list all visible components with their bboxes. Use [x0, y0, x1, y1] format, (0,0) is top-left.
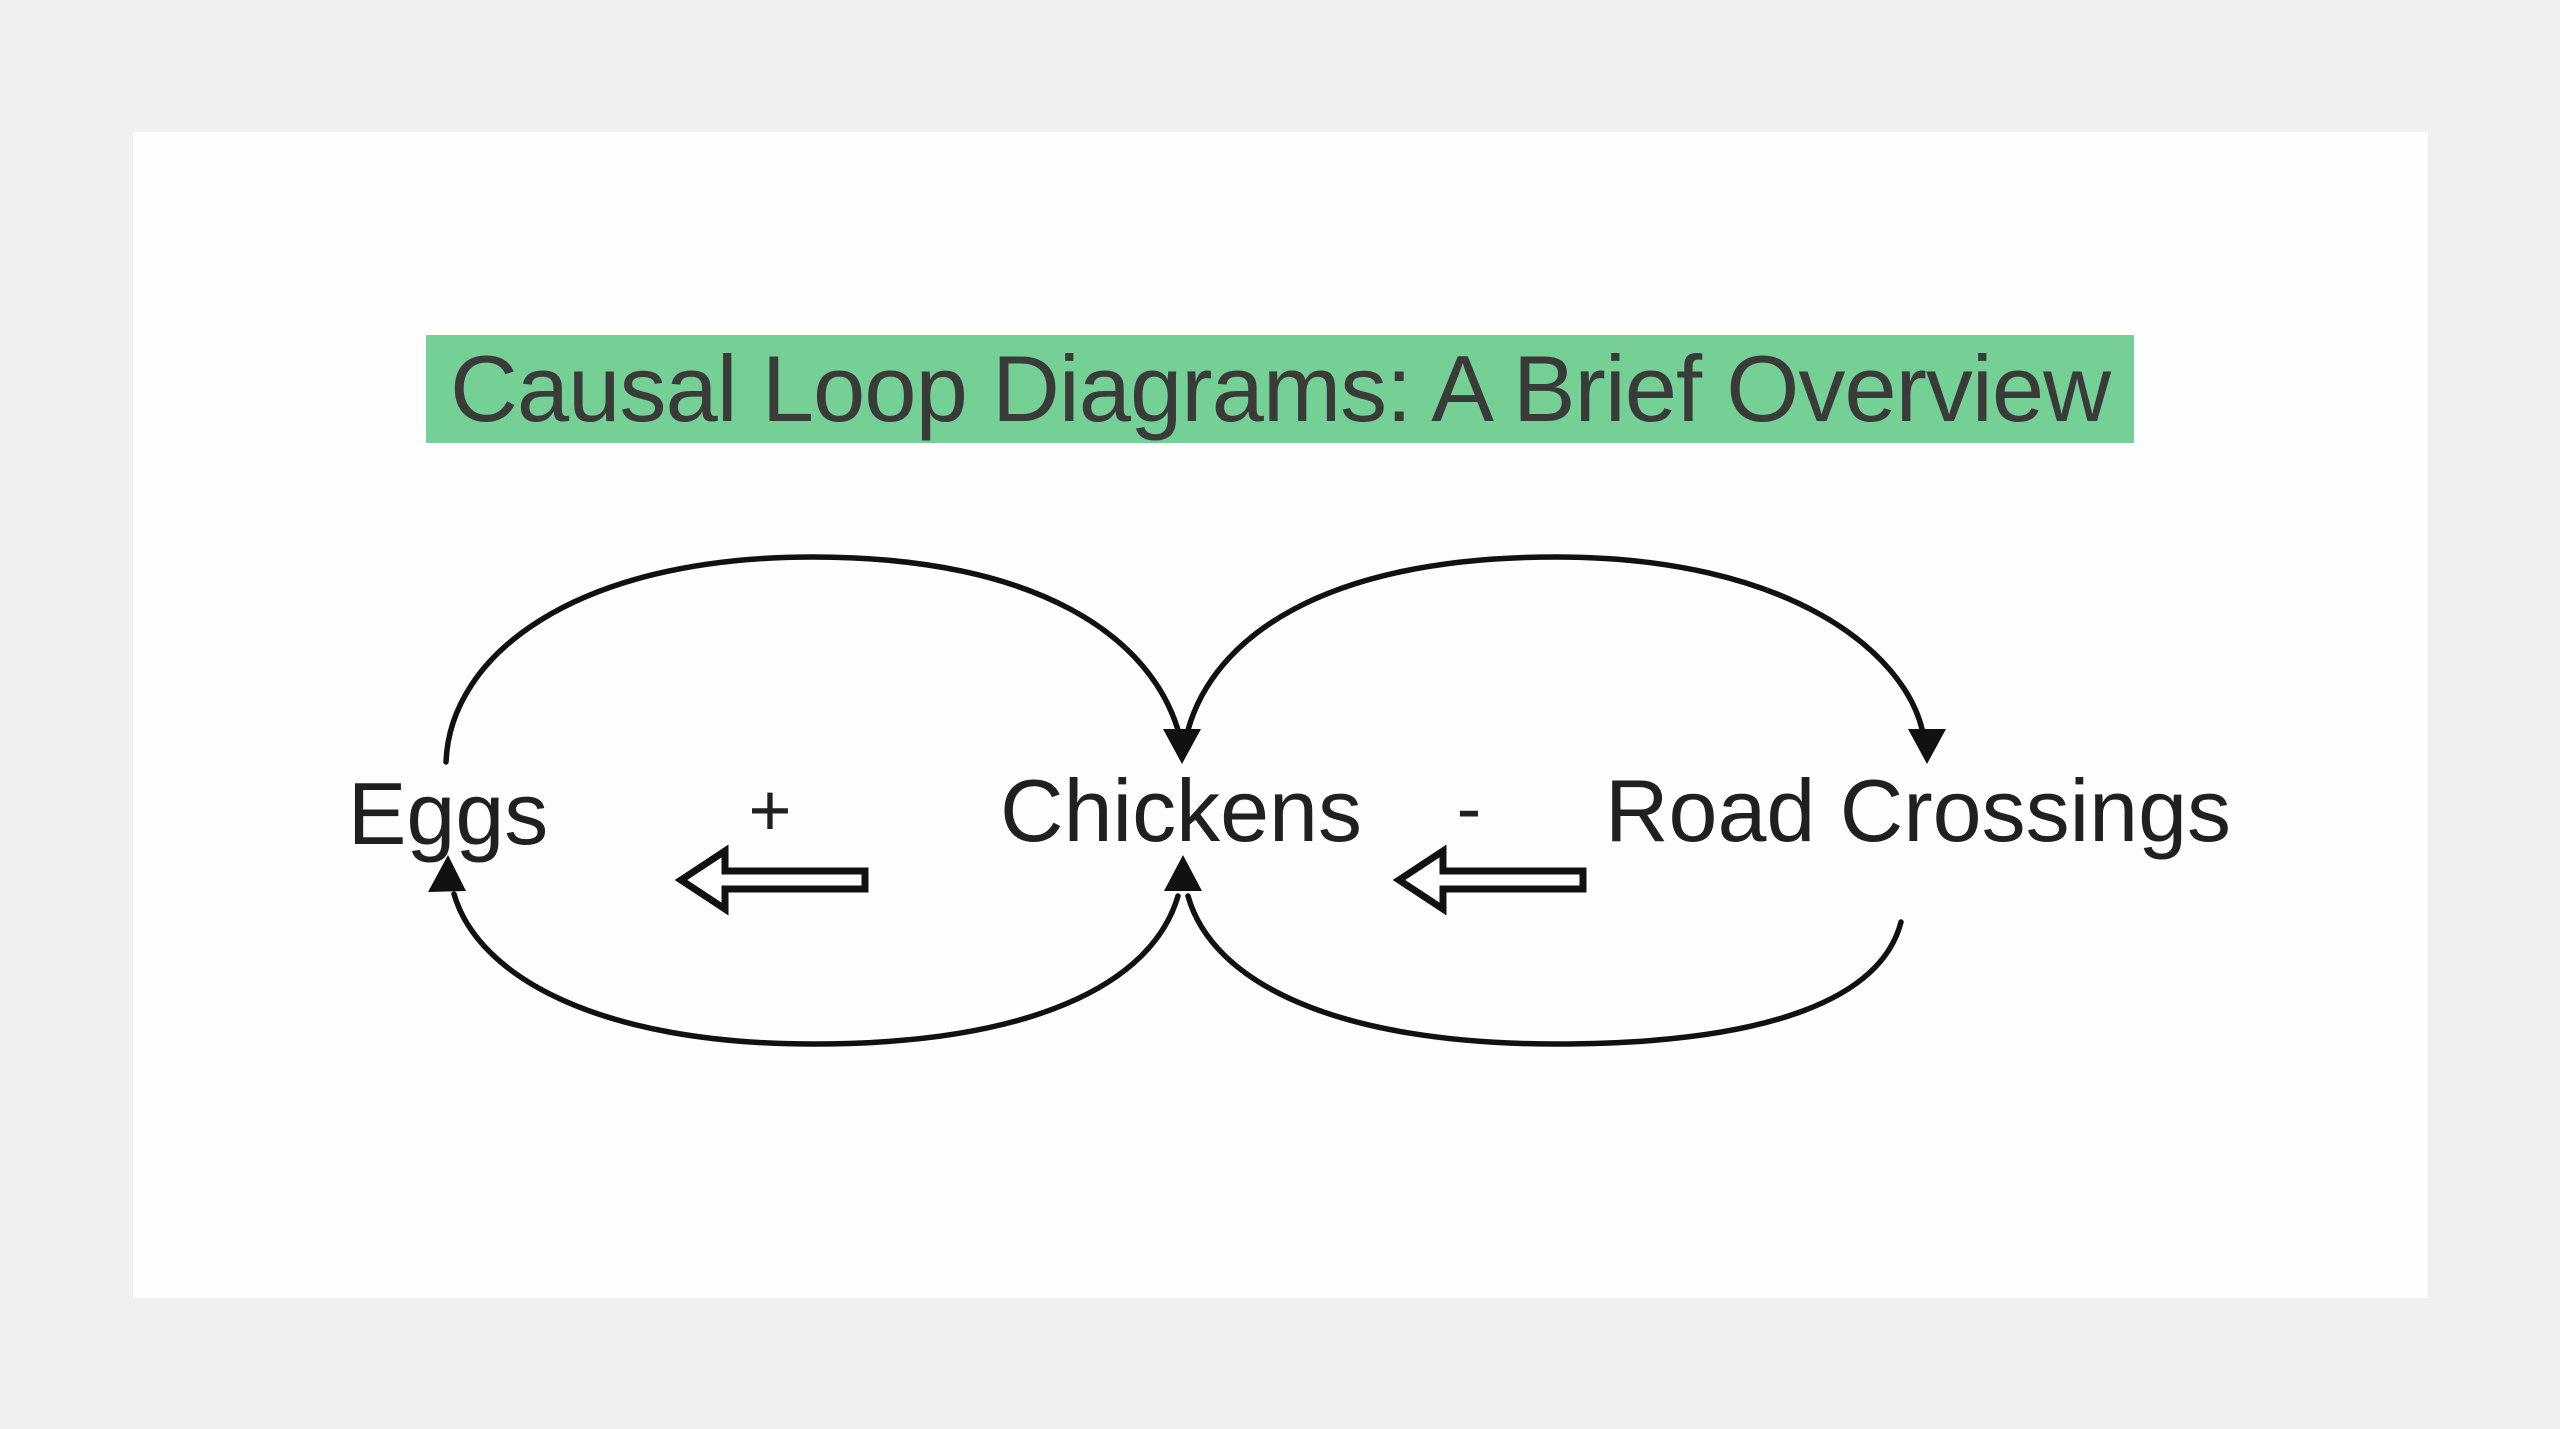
- link-eggs-to-chickens-arc: [443, 554, 1181, 765]
- page-title: Causal Loop Diagrams: A Brief Overview: [450, 336, 2111, 441]
- arrowhead-into-chickens-bottom: [1164, 855, 1202, 891]
- canvas-card: [133, 132, 2428, 1298]
- link-chickens-to-road-crossings-arc: [1185, 554, 1925, 733]
- title-highlight: Causal Loop Diagrams: A Brief Overview: [426, 335, 2134, 443]
- polarity-minus-label: -: [1456, 766, 1482, 850]
- node-road-crossings: Road Crossings: [1604, 761, 2232, 860]
- arrowhead-into-road-crossings-top: [1908, 729, 1946, 764]
- node-chickens: Chickens: [1000, 761, 1362, 860]
- arrowhead-into-chickens-top: [1163, 729, 1201, 764]
- link-chickens-to-eggs-arc: [451, 891, 1181, 1047]
- polarity-plus-label: +: [748, 768, 792, 852]
- polarity-arrow-eggs-chickens: [674, 844, 869, 916]
- node-eggs: Eggs: [347, 764, 549, 863]
- arrowhead-into-eggs-bottom: [428, 855, 466, 892]
- polarity-arrow-chickens-road-crossings: [1392, 844, 1587, 916]
- link-road-crossings-to-chickens-arc: [1185, 893, 1904, 1047]
